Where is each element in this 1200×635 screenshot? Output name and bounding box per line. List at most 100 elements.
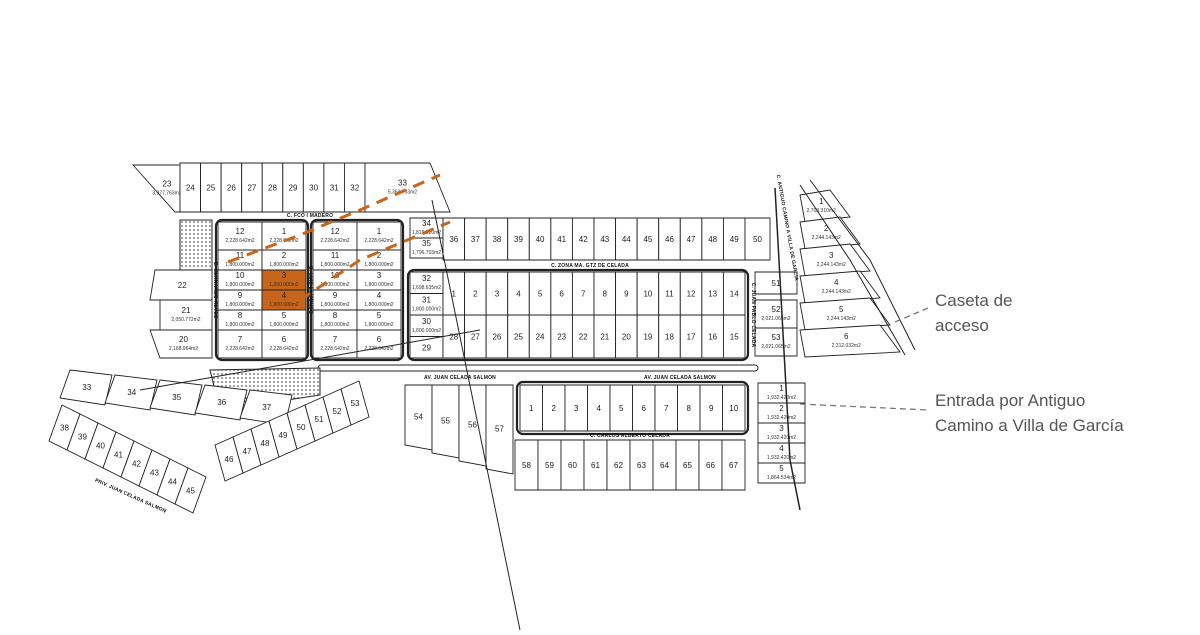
lot-area: 1,800.000m2 xyxy=(225,262,254,268)
lot-number: 9 xyxy=(624,290,629,299)
lot-number: 28 xyxy=(449,333,458,342)
lot-number: 2 xyxy=(282,251,287,260)
lot-area: 2,244.143m2 xyxy=(827,316,856,322)
lot-number: 41 xyxy=(557,235,566,244)
lot-number: 30 xyxy=(422,317,431,326)
lot-number: 50 xyxy=(753,235,762,244)
lot-number: 54 xyxy=(414,412,423,421)
lot-area: 1,932.420m2 xyxy=(767,435,796,441)
lot-number: 3 xyxy=(779,424,784,433)
lot-blocks-lower_left-15[interactable] xyxy=(340,380,370,426)
lot-area: 2,228.642m2 xyxy=(225,346,254,352)
lot-number: 2 xyxy=(473,290,478,299)
lot-blocks-wedge-0[interactable] xyxy=(799,189,851,223)
lot-blocks-lower_left_upper-3[interactable] xyxy=(194,384,248,421)
lot-area: 2,228.642m2 xyxy=(269,346,298,352)
lot-number: 22 xyxy=(178,281,187,290)
lot-area: 1,800.000m2 xyxy=(320,322,349,328)
lot-number: 13 xyxy=(708,290,717,299)
lot-number: 47 xyxy=(687,235,696,244)
lot-number: 36 xyxy=(217,398,226,407)
lot-area: 2,021.065m2 xyxy=(761,344,790,350)
lot-number: 5 xyxy=(839,305,844,314)
street-label-juan_celada_bottom: AV. JUAN CELADA SALMON xyxy=(644,375,716,381)
lot-number: 8 xyxy=(687,404,692,413)
lot-number: 7 xyxy=(664,404,669,413)
lot-number: 5 xyxy=(377,311,382,320)
entrada-label-line1: Entrada por Antiguo xyxy=(935,391,1086,410)
lot-area: 2,228.642m2 xyxy=(320,346,349,352)
lot-blocks-lower_left_upper-0[interactable] xyxy=(59,369,113,406)
lot-number: 11 xyxy=(236,251,245,260)
lot-number: 10 xyxy=(236,271,245,280)
lot-number: 31 xyxy=(330,184,339,193)
lot-blocks-lower_left_upper-1[interactable] xyxy=(104,374,158,411)
lot-number: 16 xyxy=(708,333,717,342)
lot-number: 42 xyxy=(132,460,141,469)
lot-number: 64 xyxy=(660,461,669,470)
lot-number: 61 xyxy=(591,461,600,470)
lot-area: 1,800.000m2 xyxy=(269,262,298,268)
lot-number: 4 xyxy=(834,278,839,287)
lot-blocks-wedge-4[interactable] xyxy=(799,297,891,331)
lot-number: 6 xyxy=(642,404,647,413)
entrada-annotation: Entrada por Antiguo Camino a Villa de Ga… xyxy=(935,388,1124,438)
lot-area: 1,932.420m2 xyxy=(767,415,796,421)
lot-blocks-block_f-9[interactable] xyxy=(721,439,746,491)
lot-number: 25 xyxy=(514,333,523,342)
lot-number: 44 xyxy=(622,235,631,244)
lot-number: 43 xyxy=(150,469,159,478)
lot-area: 1,698.635m2 xyxy=(412,285,441,291)
lot-number: 55 xyxy=(441,416,450,425)
lot-area: 2,312.032m2 xyxy=(832,343,861,349)
lot-blocks-lower_mid-3[interactable] xyxy=(485,384,514,475)
lot-blocks-top_left-0[interactable] xyxy=(131,164,181,213)
lot-number: 35 xyxy=(172,393,181,402)
lot-blocks-wedge-1[interactable] xyxy=(799,216,861,250)
lot-blocks-wedge-5[interactable] xyxy=(799,324,901,358)
lot-number: 46 xyxy=(225,455,234,464)
lot-number: 18 xyxy=(665,333,674,342)
lot-area: 2,244.143m2 xyxy=(822,289,851,295)
lot-blocks-block_left-1[interactable] xyxy=(159,299,213,331)
lot-blocks-top_mid-14[interactable] xyxy=(744,217,771,261)
lot-blocks-top_left-10[interactable] xyxy=(364,162,451,213)
lot-blocks-wedge-3[interactable] xyxy=(799,270,881,304)
lot-number: 7 xyxy=(581,290,586,299)
lot-number: 2 xyxy=(824,224,829,233)
lot-number: 56 xyxy=(468,420,477,429)
lot-number: 26 xyxy=(227,184,236,193)
lot-blocks-right_side-0[interactable] xyxy=(754,271,798,295)
lot-area: 2,228.642m2 xyxy=(364,346,393,352)
lot-area: 2,244.143m2 xyxy=(812,235,841,241)
lot-number: 20 xyxy=(622,333,631,342)
caseta-label-line1: Caseta de xyxy=(935,291,1013,310)
lot-area: 2,244.143m2 xyxy=(817,262,846,268)
lot-blocks-lower_left_upper-2[interactable] xyxy=(149,379,203,416)
entrada-label-line2: Camino a Villa de García xyxy=(935,416,1124,435)
lot-blocks-block_left-2[interactable] xyxy=(149,329,213,359)
lot-blocks-lower_left-7[interactable] xyxy=(174,467,207,514)
lot-number: 49 xyxy=(279,431,288,440)
lot-blocks-wedge-2[interactable] xyxy=(799,243,871,277)
lot-number: 10 xyxy=(729,404,738,413)
lot-number: 23 xyxy=(557,333,566,342)
street-label-bernardo: C. BERNARDO REYES xyxy=(212,261,218,318)
lot-number: 46 xyxy=(665,235,674,244)
lot-number: 3 xyxy=(574,404,579,413)
lot-number: 39 xyxy=(78,433,87,442)
lot-area: 2,228.642m2 xyxy=(364,238,393,244)
lot-blocks-block_e-9[interactable] xyxy=(722,384,746,432)
lot-number: 31 xyxy=(422,295,431,304)
lot-number: 66 xyxy=(706,461,715,470)
lot-number: 57 xyxy=(495,424,504,433)
lot-area: 1,800.000m2 xyxy=(364,322,393,328)
lot-number: 60 xyxy=(568,461,577,470)
lot-area: 2,228.642m2 xyxy=(225,238,254,244)
lot-number: 62 xyxy=(614,461,623,470)
lot-number: 39 xyxy=(514,235,523,244)
lot-number: 45 xyxy=(643,235,652,244)
lot-number: 48 xyxy=(261,439,270,448)
traverse-line xyxy=(139,329,481,391)
